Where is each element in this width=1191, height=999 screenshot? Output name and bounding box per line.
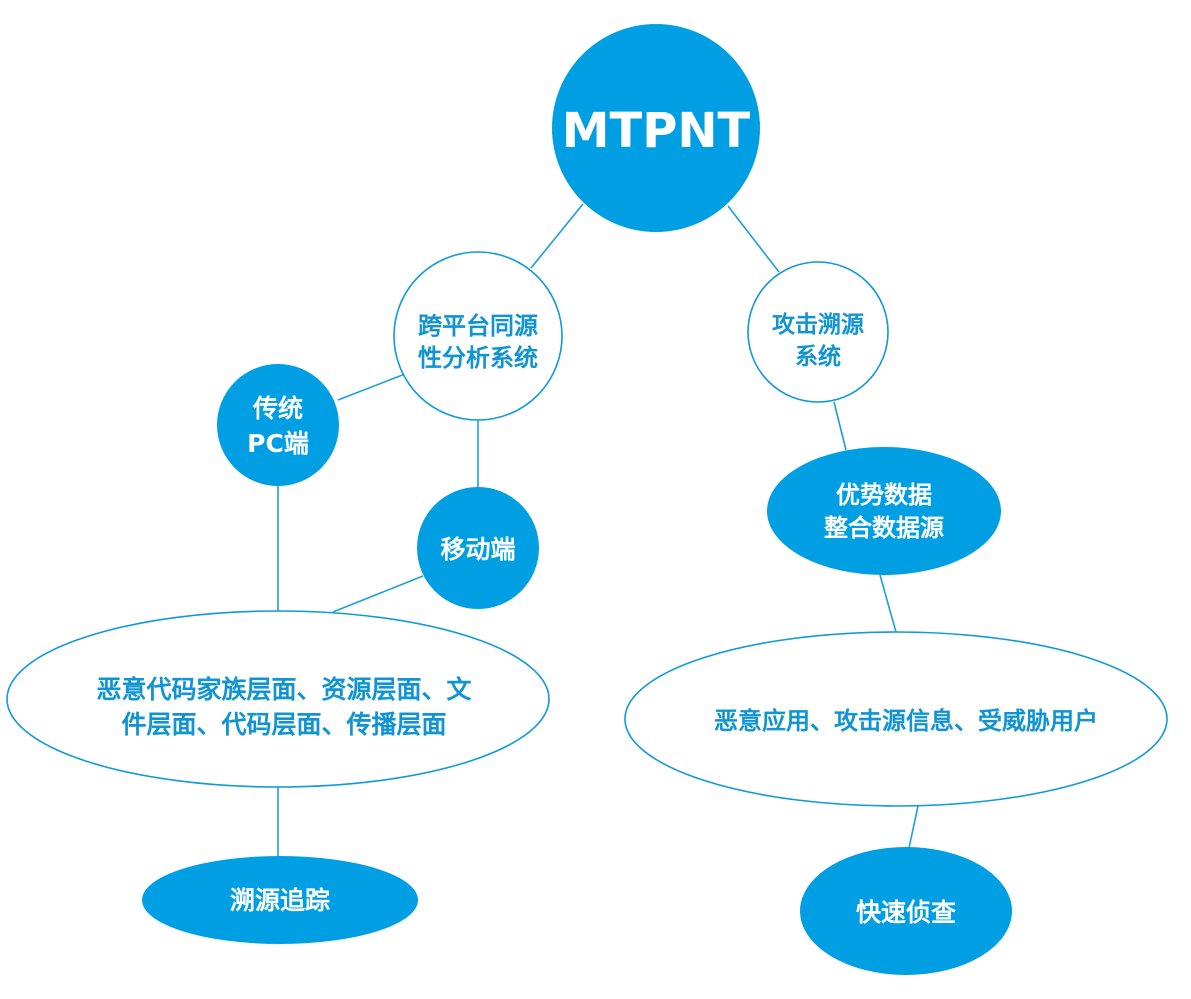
branch-cross-platform-line1: 跨平台同源 [418, 312, 538, 340]
root-node: MTPNT [552, 24, 760, 232]
pc-line1: 传统 [252, 394, 303, 423]
root-label: MTPNT [562, 103, 751, 159]
data-source-node: 优势数据 整合数据源 [767, 447, 1001, 575]
pc-node: 传统 PC端 [217, 364, 339, 486]
threat-info-node: 恶意应用、攻击源信息、受威胁用户 [624, 631, 1168, 807]
branch-cross-platform-node: 跨平台同源 性分析系统 [393, 251, 563, 421]
trace-node: 溯源追踪 [142, 856, 418, 944]
branch-attack-trace-line1: 攻击溯源 [772, 311, 864, 338]
edge-mobile-levels [332, 575, 424, 613]
branch-cross-platform-line2: 性分析系统 [418, 344, 538, 372]
edge-root-right [727, 205, 780, 273]
data-source-line2: 整合数据源 [824, 514, 944, 542]
edge-threat-investigate [908, 805, 919, 849]
threat-info-label: 恶意应用、攻击源信息、受威胁用户 [714, 707, 1098, 735]
pc-line2: PC端 [247, 429, 309, 458]
investigate-node: 快速侦查 [800, 847, 1012, 975]
branch-attack-trace-node: 攻击溯源 系统 [747, 261, 889, 403]
edge-root-left [530, 203, 584, 269]
edge-left-pc [337, 373, 406, 401]
mobile-label: 移动端 [440, 535, 515, 564]
levels-line2: 件层面、代码层面、传播层面 [121, 710, 446, 739]
edge-datasource-threat [879, 574, 897, 633]
edge-right-datasource [833, 401, 847, 451]
levels-line1: 恶意代码家族层面、资源层面、文 [96, 675, 472, 704]
investigate-label: 快速侦查 [856, 898, 956, 927]
levels-node: 恶意代码家族层面、资源层面、文 件层面、代码层面、传播层面 [6, 610, 550, 788]
branch-attack-trace-line2: 系统 [795, 343, 841, 370]
mobile-node: 移动端 [417, 487, 539, 609]
trace-label: 溯源追踪 [230, 886, 330, 915]
data-source-line1: 优势数据 [836, 481, 932, 509]
